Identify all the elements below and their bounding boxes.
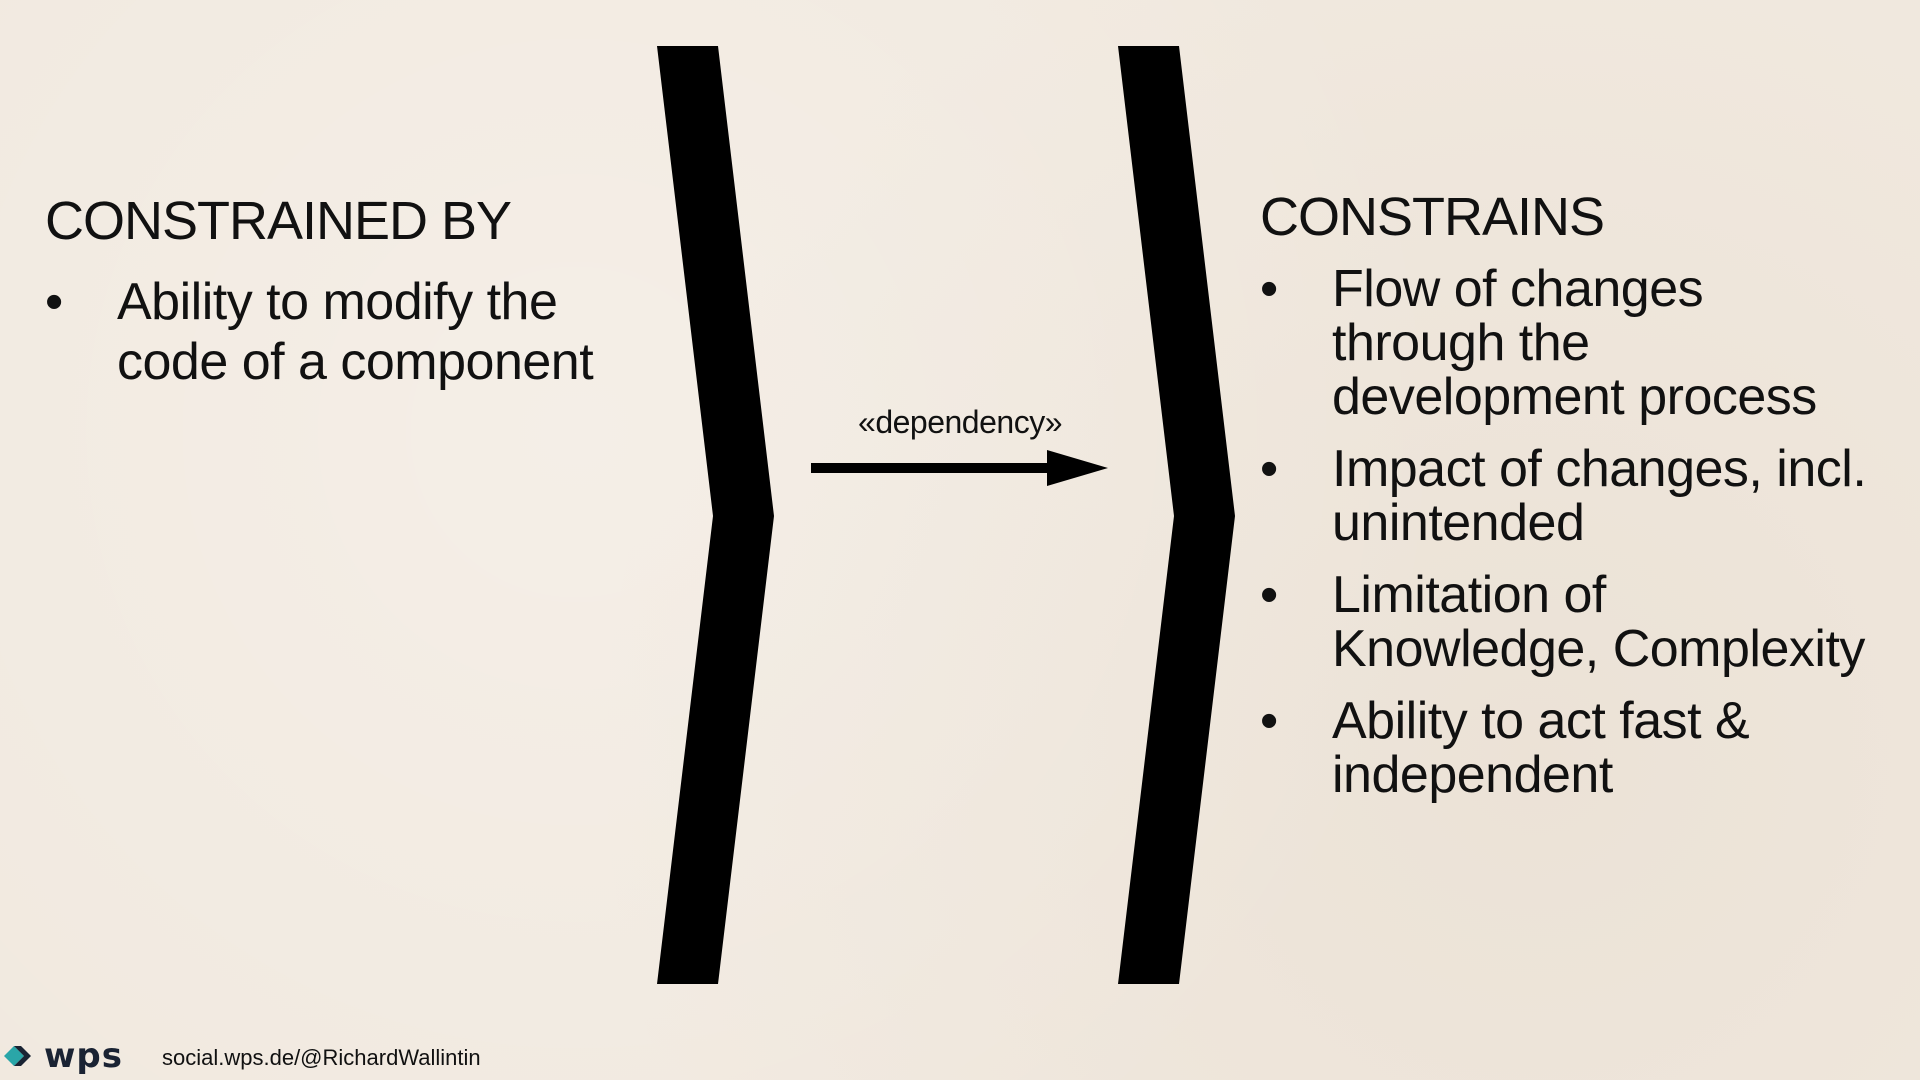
list-item-text: Flow of changes through the development …	[1332, 260, 1817, 426]
bullet-marker: •	[1260, 566, 1278, 624]
constrains-heading: CONSTRAINS	[1260, 187, 1605, 247]
constrained-by-heading: CONSTRAINED BY	[45, 191, 512, 251]
social-handle: social.wps.de/@RichardWallintin	[162, 1045, 481, 1070]
wps-logo: wps	[4, 1036, 123, 1076]
right-chevron-shape	[1118, 46, 1235, 984]
wps-diamond-logo-icon	[4, 1046, 31, 1066]
dependency-arrow-head	[1047, 450, 1108, 486]
logo-text: wps	[44, 1036, 123, 1076]
bullet-marker: •	[1260, 440, 1278, 498]
dependency-arrow	[811, 450, 1108, 486]
list-item-text: Limitation of Knowledge, Complexity	[1332, 566, 1865, 678]
list-item: • Flow of changes through the developmen…	[1260, 262, 1880, 424]
bullet-marker: •	[1260, 260, 1278, 318]
list-item-text: Ability to modify the code of a componen…	[117, 273, 594, 391]
list-item: • Ability to modify the code of a compon…	[45, 272, 665, 392]
left-chevron-shape	[657, 46, 774, 984]
bullet-marker: •	[1260, 692, 1278, 750]
dependency-label: «dependency»	[858, 404, 1062, 440]
list-item: • Limitation of Knowledge, Complexity	[1260, 568, 1880, 676]
list-item: • Ability to act fast & independent	[1260, 694, 1880, 802]
constrains-list: • Flow of changes through the developmen…	[1260, 262, 1880, 820]
list-item-text: Impact of changes, incl. unintended	[1332, 440, 1867, 552]
list-item: • Impact of changes, incl. unintended	[1260, 442, 1880, 550]
list-item-text: Ability to act fast & independent	[1332, 692, 1750, 804]
constrained-by-list: • Ability to modify the code of a compon…	[45, 272, 665, 392]
bullet-marker: •	[45, 273, 63, 331]
